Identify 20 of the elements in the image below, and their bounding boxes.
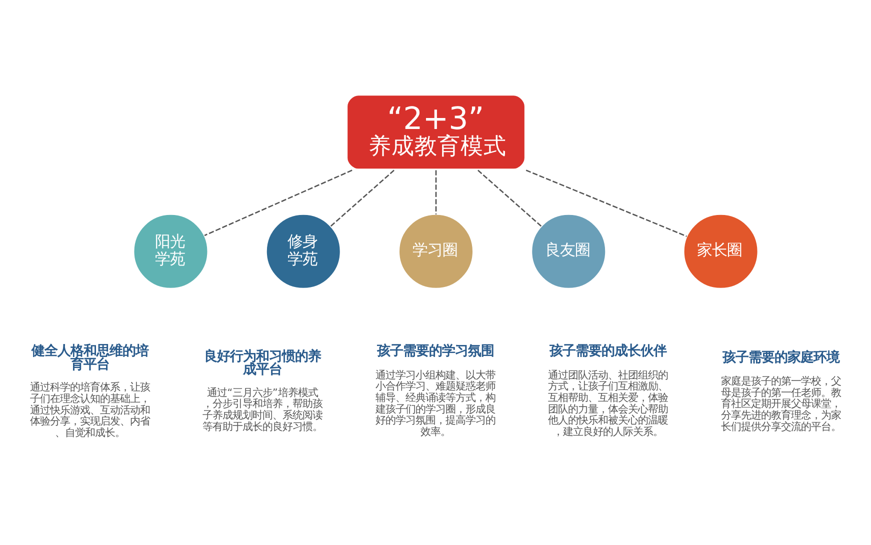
connector	[204, 170, 352, 236]
node-circle: 修身学苑	[265, 214, 340, 289]
node-circle: 阳光学苑	[132, 214, 208, 289]
node-label: 通过学习小组构建、以大带小合作学习、难题疑惑老师辅导、经典诵读等方式，构建孩子们的学习圈，形成良好的学习氛围，提高学习的效率。	[374, 369, 495, 438]
node-circle: 学习圈	[398, 214, 474, 289]
node-label: 良好行为和习惯的养成平台	[204, 349, 321, 378]
node-circle: 家长圈	[682, 214, 758, 289]
node-label: 孩子需要的学习氛围	[376, 344, 494, 360]
connector	[434, 170, 436, 214]
node-label: 孩子需要的成长伙伴	[549, 344, 666, 360]
connector	[525, 170, 686, 237]
node-label: 通过“三月六步”培养模式，分步引导和培养，帮助孩子养成规划时间、系统阅读等有助于成长的良好习惯。	[202, 386, 322, 433]
node-label: 通过团队活动、社团组织的方式，让孩子们互相激励、互相帮助、互相关爱，体验团队的力量，体会关心帮助他人的快乐和被关心的温暖，建立良好的人际关系。	[548, 369, 668, 438]
node-label: 健全人格和思维的培育平台	[30, 344, 148, 373]
connector	[330, 170, 394, 227]
connector	[477, 170, 542, 227]
node-circle: 良友圈	[530, 214, 606, 289]
node-label: 家庭是孩子的第一学校，父母是孩子的第一任老师。教育社区定期开展父母课堂，分享先进的教育理念，为家长们提供分享交流的平台。	[720, 376, 840, 433]
node-label: 通过科学的培育体系，让孩子们在理念认知的基础上，通过快乐游戏、互动活动和体验分享，实现启发、内省、自觉和成长。	[29, 382, 150, 439]
node-label: 孩子需要的家庭环境	[722, 350, 839, 366]
